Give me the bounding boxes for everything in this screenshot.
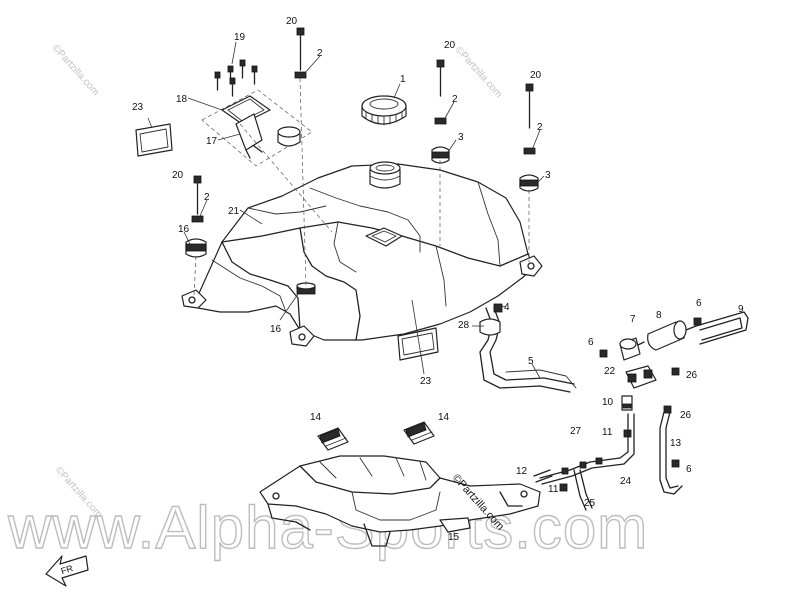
- callout-2: 2: [204, 192, 210, 203]
- fuel-pump-assembly: [201, 59, 333, 233]
- vent-hose-13: [659, 411, 683, 495]
- callout-21: 21: [228, 206, 240, 217]
- callout-11: 11: [602, 427, 613, 438]
- tank-cushion: [403, 421, 435, 445]
- clamp-26: [671, 367, 680, 376]
- fuel-hose-24: [539, 413, 635, 485]
- callout-1: 1: [400, 74, 406, 85]
- callout-27: 27: [570, 426, 582, 437]
- tank-bolt: [185, 175, 207, 258]
- callout-24: 24: [620, 476, 632, 487]
- hose-12: [533, 469, 553, 483]
- callout-16: 16: [178, 224, 190, 235]
- callout-18: 18: [176, 94, 188, 105]
- callout-6: 6: [686, 464, 692, 475]
- hose-clamp-6: [671, 459, 680, 468]
- callout-labels: 1 2 2 2 2 3 3 4 5 6 6 6 7 8 9 10 11 11 1…: [132, 16, 744, 543]
- fuel-filter-8: [635, 320, 697, 351]
- callout-26: 26: [680, 410, 692, 421]
- callout-19: 19: [234, 32, 246, 43]
- clamp-26: [663, 405, 672, 414]
- callout-11: 11: [548, 484, 559, 495]
- tank-bracket: [259, 455, 541, 547]
- pump-screw: [239, 59, 246, 79]
- hose-clamp-6: [693, 317, 702, 326]
- callout-25: 25: [584, 498, 596, 509]
- fuel-pump-bracket-22: [625, 365, 657, 389]
- callout-7: 7: [630, 314, 636, 325]
- fuel-hose-9: [695, 311, 749, 345]
- callout-5: 5: [528, 356, 534, 367]
- callout-20: 20: [530, 70, 542, 81]
- front-direction-arrow: FR: [45, 555, 89, 587]
- tank-bolt: [519, 83, 539, 192]
- pump-screw: [229, 77, 236, 97]
- callout-3: 3: [458, 132, 464, 143]
- callout-3: 3: [545, 170, 551, 181]
- callout-17: 17: [206, 136, 218, 147]
- leader-lines: [147, 41, 545, 379]
- callout-2: 2: [317, 48, 323, 59]
- check-valve-10: [621, 395, 633, 411]
- callout-8: 8: [656, 310, 662, 321]
- callout-20: 20: [172, 170, 184, 181]
- tank-bolt: [294, 27, 307, 79]
- fuel-cap: [361, 95, 407, 126]
- tank-cushion: [317, 427, 349, 451]
- callout-28: 28: [458, 320, 470, 331]
- callout-2: 2: [537, 122, 543, 133]
- clamp-27: [561, 457, 603, 475]
- callout-20: 20: [286, 16, 298, 27]
- callout-14: 14: [438, 412, 450, 423]
- hose-25: [573, 469, 593, 511]
- callout-10: 10: [602, 397, 614, 408]
- callout-26: 26: [686, 370, 698, 381]
- callout-23: 23: [132, 102, 144, 113]
- warning-label-plate: [397, 327, 439, 361]
- hose-clamp-11: [559, 483, 568, 492]
- callout-23: 23: [420, 376, 432, 387]
- pump-screw: [251, 65, 258, 85]
- callout-2: 2: [452, 94, 458, 105]
- hose-clamp-28: [479, 318, 501, 336]
- callout-15: 15: [448, 532, 460, 543]
- callout-13: 13: [670, 438, 682, 449]
- tank-bolt: [431, 59, 450, 164]
- callout-9: 9: [738, 304, 744, 315]
- callout-16: 16: [270, 324, 282, 335]
- warning-label-plate: [135, 123, 173, 157]
- front-arrow-label: FR: [60, 563, 75, 576]
- callout-14: 14: [310, 412, 322, 423]
- pump-screw: [214, 71, 221, 91]
- callout-20: 20: [444, 40, 456, 51]
- fuel-pump-7: [619, 337, 641, 361]
- callout-6: 6: [696, 298, 702, 309]
- hose-clamp-6: [599, 349, 608, 358]
- fuel-tank: [181, 161, 543, 347]
- watermark-small-top-left: ©Partzilla.com: [50, 43, 101, 98]
- callout-4: 4: [504, 302, 510, 313]
- callout-22: 22: [604, 366, 616, 377]
- callout-12: 12: [516, 466, 528, 477]
- callout-6: 6: [588, 337, 594, 348]
- watermark-small-top-right: ©Partzilla.com: [453, 45, 504, 100]
